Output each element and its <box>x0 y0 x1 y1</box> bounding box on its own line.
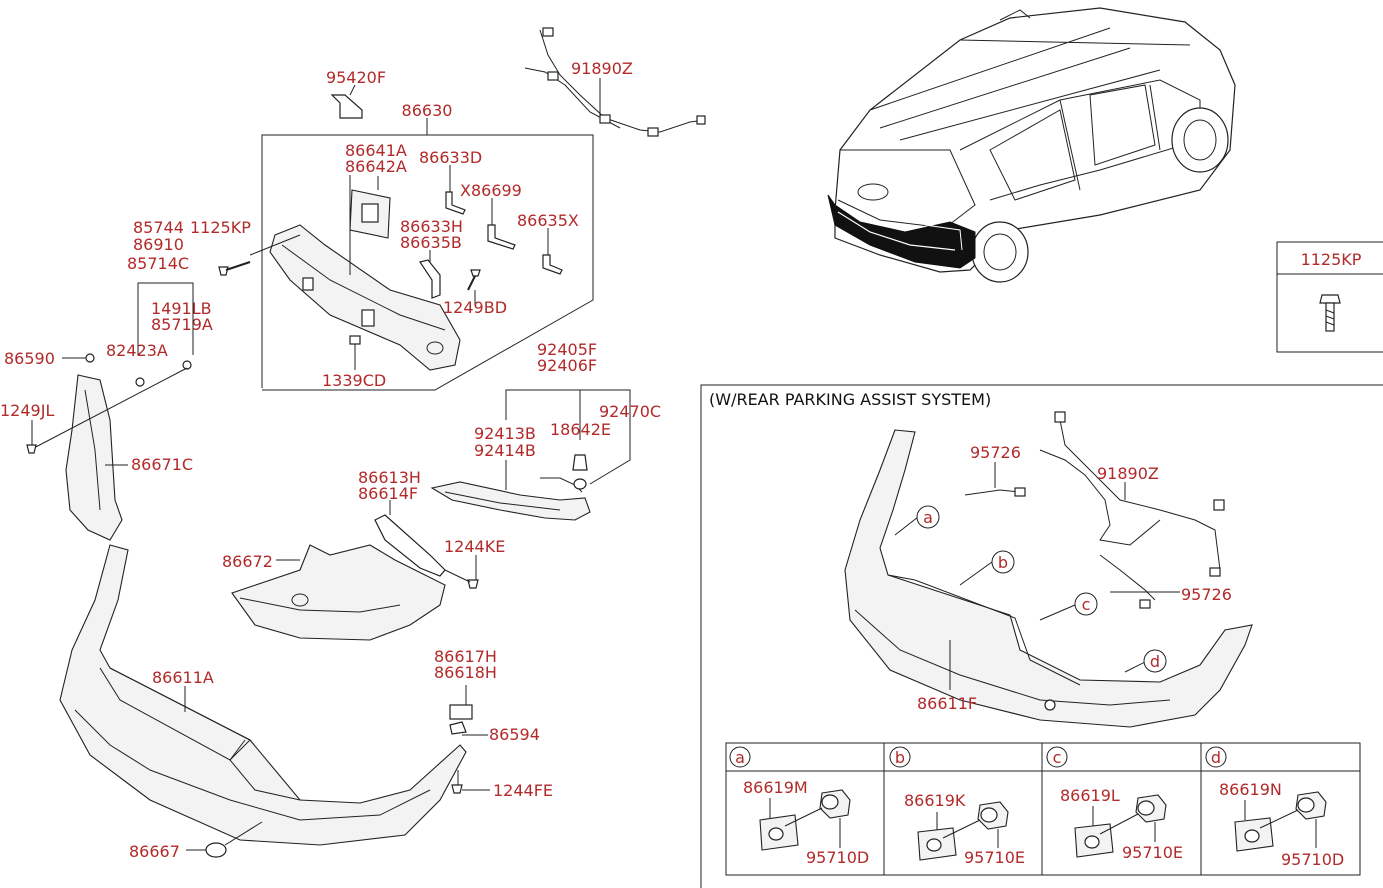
label-86611a: 86611A <box>152 668 214 687</box>
cell-a-sensor: 95710D <box>806 848 869 867</box>
label-1125kp-box: 1125KP <box>1301 250 1362 269</box>
label-95420f: 95420F <box>326 68 386 87</box>
label-95726-a: 95726 <box>970 443 1021 462</box>
label-x86699: X86699 <box>460 181 522 200</box>
label-86671c: 86671C <box>131 455 193 474</box>
label-86910: 86910 <box>133 235 184 254</box>
back-beam-group: 86630 86641A 86642A 86633D X86699 86633H… <box>249 101 594 391</box>
label-92470c: 92470C <box>599 402 661 421</box>
label-1249jl: 1249JL <box>0 401 54 420</box>
label-86590: 86590 <box>4 349 55 368</box>
label-1244fe: 1244FE <box>493 781 553 800</box>
label-85714c: 85714C <box>127 254 189 273</box>
label-85744: 85744 <box>133 218 184 237</box>
part-91890z-top: 91890Z <box>524 27 706 137</box>
cell-c-sensor: 95710E <box>1122 843 1183 862</box>
cell-b-part: 86619K <box>904 791 966 810</box>
cell-a-part: 86619M <box>743 778 808 797</box>
label-1249bd: 1249BD <box>443 298 507 317</box>
label-91890z-top: 91890Z <box>571 59 633 78</box>
label-91890z-right: 91890Z <box>1097 464 1159 483</box>
label-86611f: 86611F <box>917 694 977 713</box>
label-92405f: 92405F <box>537 340 597 359</box>
vehicle-illustration <box>827 7 1236 283</box>
label-1244ke: 1244KE <box>444 537 505 556</box>
label-86635x: 86635X <box>517 211 579 230</box>
callout-d: d <box>1150 652 1160 671</box>
label-85719a: 85719A <box>151 315 213 334</box>
cell-c-key: c <box>1053 748 1062 767</box>
lamp-group: 92405F 92406F 92413B 92414B 18642E 92470… <box>430 340 661 521</box>
rear-bumper-86611a: 86611A 86617H 86618H 86594 1244FE 86667 <box>59 544 553 861</box>
label-86672: 86672 <box>222 552 273 571</box>
cell-d-key: d <box>1211 748 1221 767</box>
section-title: (W/REAR PARKING ASSIST SYSTEM) <box>709 390 991 409</box>
label-86630: 86630 <box>402 101 453 120</box>
cell-b-key: b <box>895 748 905 767</box>
cell-d-part: 86619N <box>1219 780 1282 799</box>
label-86642a: 86642A <box>345 157 407 176</box>
label-92414b: 92414B <box>474 441 536 460</box>
callout-c: c <box>1082 595 1091 614</box>
sensor-cell-b: b 86619K 95710E <box>889 746 1025 867</box>
label-86594: 86594 <box>489 725 540 744</box>
callout-b: b <box>998 553 1008 572</box>
label-95726-b: 95726 <box>1181 585 1232 604</box>
label-86633d: 86633D <box>419 148 482 167</box>
label-86633h: 86633H <box>400 217 463 236</box>
label-1339cd: 1339CD <box>322 371 386 390</box>
label-86613h: 86613H <box>358 468 421 487</box>
cell-c-part: 86619L <box>1060 786 1120 805</box>
upper-cover-group: 86613H 86614F 1244KE 86672 <box>222 468 505 641</box>
label-82423a: 82423A <box>106 341 168 360</box>
label-86667: 86667 <box>129 842 180 861</box>
label-86618h: 86618H <box>434 663 497 682</box>
label-92406f: 92406F <box>537 356 597 375</box>
label-18642e: 18642E <box>550 420 611 439</box>
label-86635b: 86635B <box>400 233 462 252</box>
bolt-1125kp-box: 1125KP <box>1276 241 1383 353</box>
label-92413b: 92413B <box>474 424 536 443</box>
label-86614f: 86614F <box>358 484 418 503</box>
label-86617h: 86617H <box>434 647 497 666</box>
cell-a-key: a <box>735 748 745 767</box>
label-1491lb: 1491LB <box>151 299 212 318</box>
cell-d-sensor: 95710D <box>1281 850 1344 869</box>
sensor-cell-a: a 86619M 95710D <box>729 746 869 867</box>
label-1125kp-left: 1125KP <box>190 218 251 237</box>
callout-a: a <box>923 508 933 527</box>
sensor-cell-c: c 86619L 95710E <box>1046 746 1183 862</box>
sensor-cell-d: d 86619N 95710D <box>1205 746 1344 869</box>
left-bracket-group: 85744 86910 85714C 1125KP 1491LB 85719A … <box>0 218 251 541</box>
label-86641a: 86641A <box>345 141 407 160</box>
part-95420f: 95420F <box>326 68 386 119</box>
cell-b-sensor: 95710E <box>964 848 1025 867</box>
parking-assist-section: (W/REAR PARKING ASSIST SYSTEM) 86611F 95… <box>700 384 1383 888</box>
